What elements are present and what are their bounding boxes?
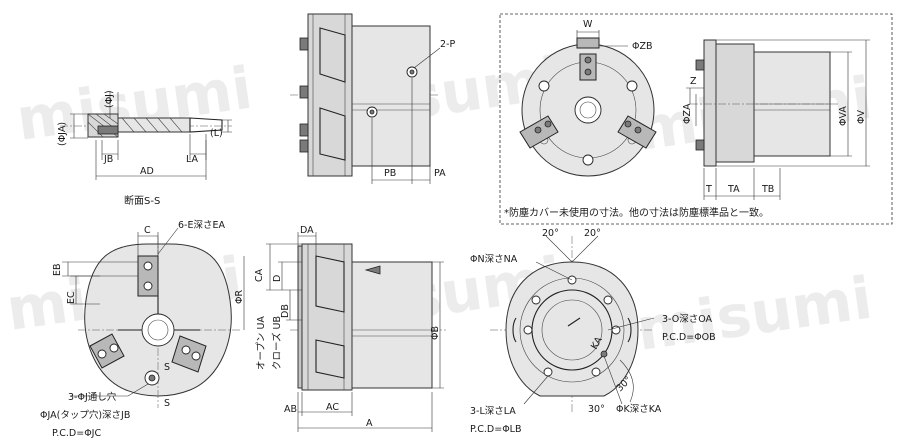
label-ad: AD — [140, 166, 154, 177]
label-da: DA — [300, 225, 314, 236]
section-caption: 断面S-S — [124, 194, 160, 207]
o-note-line1: 3-O深さOA — [662, 314, 713, 325]
label-phi-k: ΦK深さKA — [616, 404, 662, 415]
cover-note: *防塵カバー未使用の寸法。他の寸法は防塵標準品と一致。 — [504, 206, 769, 219]
side-view: 2-P PB PA — [290, 13, 455, 184]
label-phi-zb: ΦZB — [632, 41, 653, 52]
label-angle-right: 20° — [584, 228, 601, 239]
hole-note-line2: ΦJA(タップ穴)深さJB — [40, 409, 130, 421]
label-ca: CA — [254, 268, 265, 282]
label-ta: TA — [727, 184, 740, 195]
label-la: LA — [186, 154, 199, 165]
o-note-line2: P.C.D=ΦOB — [662, 332, 716, 343]
label-c: C — [144, 225, 151, 236]
label-phi-ja: (ΦJA) — [57, 122, 68, 146]
label-pa: PA — [434, 168, 446, 179]
label-open-ua: オープン UA — [256, 316, 267, 370]
label-phi-b: ΦB — [430, 326, 441, 340]
label-ab: AB — [284, 404, 297, 415]
hole-note-line1: 3-ΦJ通し穴 — [68, 391, 117, 403]
label-s-lower: S — [164, 398, 170, 409]
label-phi-n: ΦN深さNA — [470, 254, 518, 265]
label-l: (L) — [210, 128, 223, 139]
label-z: Z — [690, 76, 697, 87]
label-s-upper: S — [164, 362, 170, 373]
label-phi-r: ΦR — [234, 290, 245, 304]
l-note-line2: P.C.D=ΦLB — [470, 424, 522, 435]
label-w: W — [583, 19, 593, 30]
label-phi-j: (ΦJ) — [104, 90, 115, 108]
cover-view: W ΦZB Z ΦZA ΦVA ΦV T TA TB *防塵カバー未使用の寸法。… — [499, 13, 893, 225]
label-phi-v: ΦV — [856, 110, 867, 124]
section-view: (ΦJA) (ΦJ) (L) JB LA AD 断面S-S — [57, 90, 232, 207]
label-close-ub: クローズ UB — [271, 316, 283, 370]
front-view: C 6-E深さEA EB EC S S 3-ΦJ通し穴 ΦJA(タップ穴)深さJ… — [40, 220, 240, 439]
label-eb: EB — [52, 263, 63, 276]
l-note-line1: 3-L深さLA — [470, 406, 516, 417]
label-angle-left: 20° — [542, 228, 559, 239]
label-phi-za: ΦZA — [682, 103, 693, 124]
label-angle-30b: 30° — [588, 404, 605, 415]
label-d: D — [272, 275, 283, 282]
label-jb: JB — [103, 154, 113, 165]
label-ec: EC — [66, 291, 77, 304]
hole-note-line3: P.C.D=ΦJC — [52, 428, 101, 439]
profile-view: DA CA D ΦR DB オープン UA クローズ UB ΦB AB AC A — [234, 225, 446, 432]
label-a: A — [366, 418, 373, 429]
back-view: 20° 20° ΦN深さNA KA 3-O深さOA P.C.D=ΦOB 30° … — [470, 228, 716, 435]
label-tb: TB — [761, 184, 774, 195]
label-six-e: 6-E深さEA — [178, 220, 225, 231]
label-pb: PB — [384, 168, 396, 179]
label-t: T — [705, 184, 712, 195]
label-db: DB — [280, 304, 291, 318]
label-phi-va: ΦVA — [838, 106, 849, 126]
label-two-p: 2-P — [440, 39, 455, 50]
label-ac: AC — [326, 402, 339, 413]
